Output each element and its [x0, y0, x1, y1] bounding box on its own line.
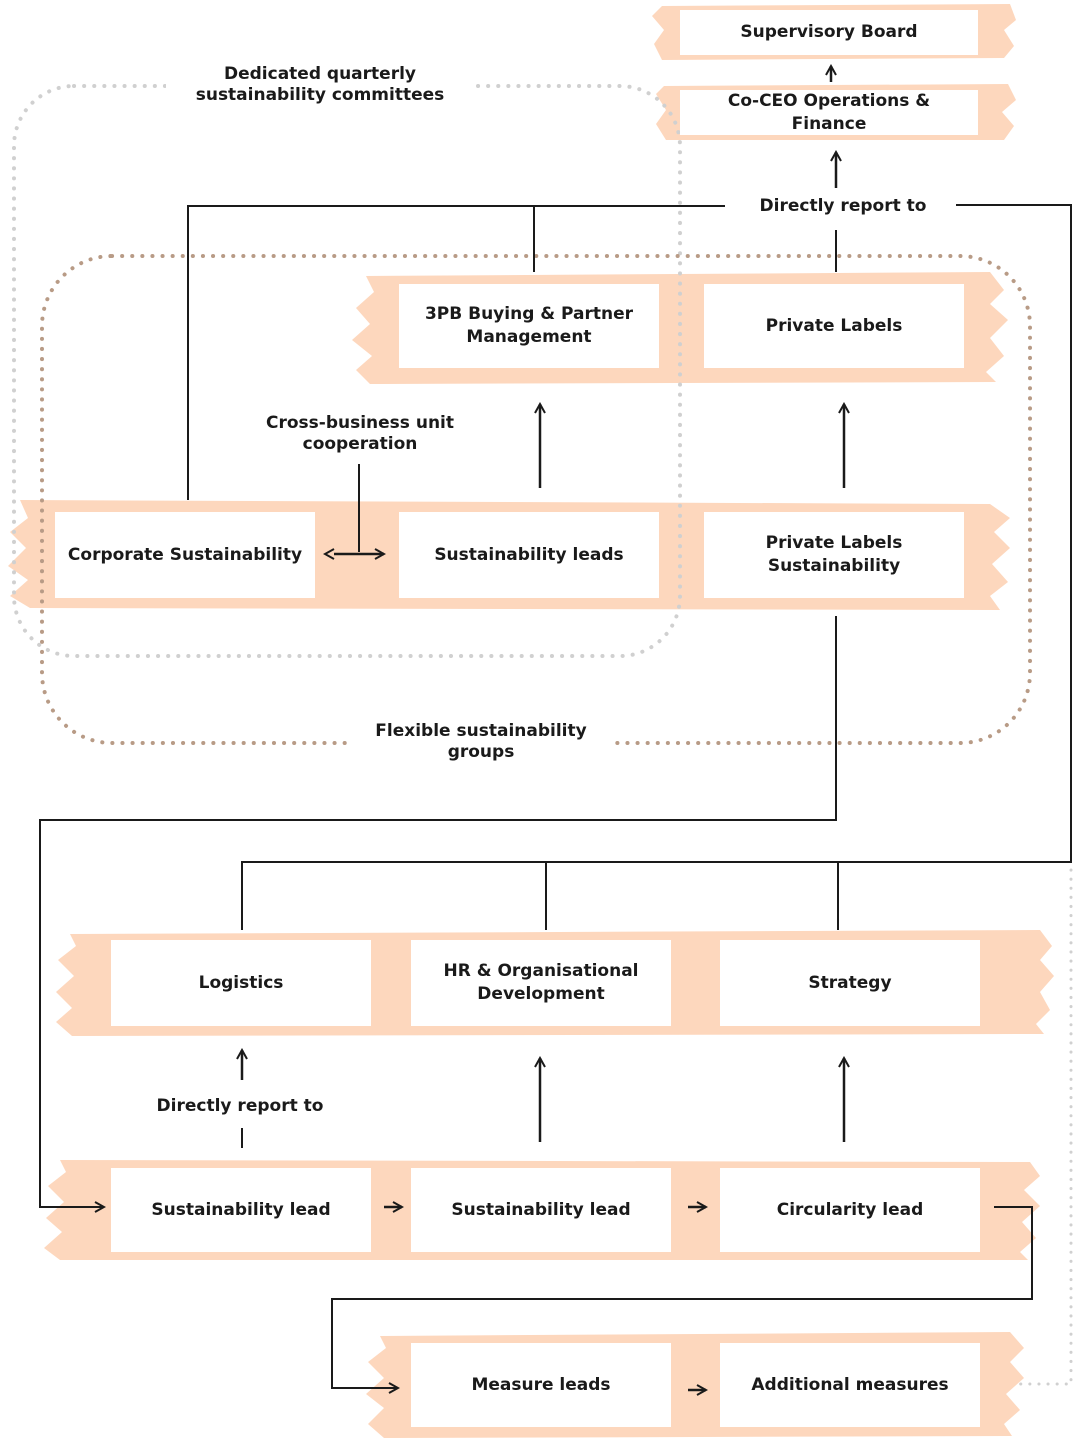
line-circularity-loop	[331, 1206, 1033, 1388]
box-circularity-lead: Circularity lead	[720, 1168, 980, 1252]
box-buying-partner-management: 3PB Buying & Partner Management	[399, 284, 659, 368]
box-strategy: Strategy	[720, 940, 980, 1026]
line-right-bracket	[241, 204, 1072, 930]
label-flexible-groups: Flexible sustainability groups	[350, 721, 612, 763]
box-measure-leads: Measure leads	[411, 1343, 671, 1427]
label-directly-report-bottom: Directly report to	[156, 1096, 324, 1116]
label-quarterly-committees: Dedicated quarterly sustainability commi…	[166, 64, 474, 106]
label-directly-report-top: Directly report to	[730, 196, 956, 217]
box-sustainability-leads: Sustainability leads	[399, 512, 659, 598]
box-private-labels-sustainability: Private Labels Sustainability	[704, 512, 964, 598]
box-private-labels: Private Labels	[704, 284, 964, 368]
box-sustainability-lead-2: Sustainability lead	[411, 1168, 671, 1252]
box-corporate-sustainability: Corporate Sustainability	[55, 512, 315, 598]
box-sustainability-lead-1: Sustainability lead	[111, 1168, 371, 1252]
line-top-bracket	[187, 205, 725, 500]
arrows	[242, 66, 844, 1390]
box-supervisory-board: Supervisory Board	[680, 10, 978, 55]
box-logistics: Logistics	[111, 940, 371, 1026]
line-pl-loop	[39, 616, 837, 1207]
box-additional-measures: Additional measures	[720, 1343, 980, 1427]
box-co-ceo: Co-CEO Operations & Finance	[680, 90, 978, 135]
box-hr-org-dev: HR & Organisational Development	[411, 940, 671, 1026]
label-cross-business-unit: Cross-business unit cooperation	[266, 413, 454, 454]
connector-lines	[39, 204, 1072, 1388]
